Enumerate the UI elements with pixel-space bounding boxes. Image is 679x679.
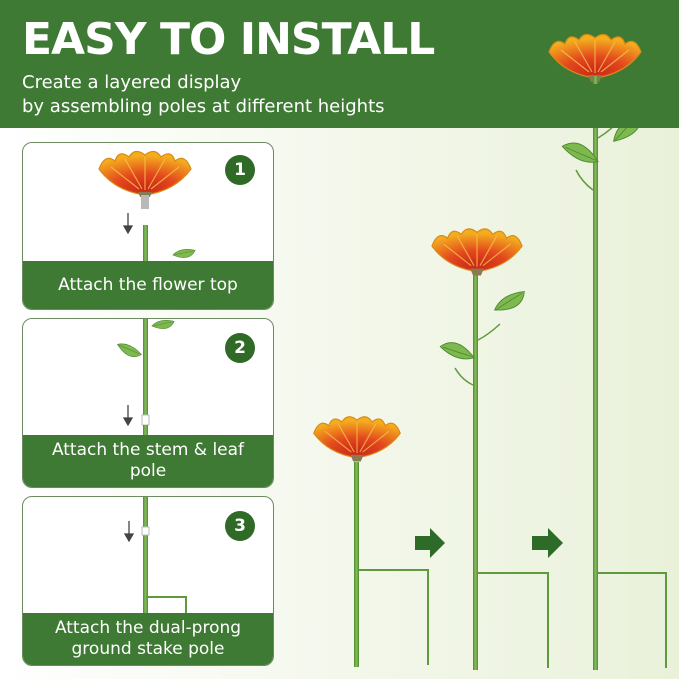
- step-card-1: 1 Attach the flower top: [22, 142, 274, 310]
- step-card-2: 2 Attach the stem & leaf pole: [22, 318, 274, 488]
- ground-stake-icon: [146, 596, 187, 617]
- page-subtitle: Create a layered display by assembling p…: [22, 71, 452, 119]
- step-caption: Attach the flower top: [23, 261, 273, 309]
- page-title: EASY TO INSTALL: [22, 14, 435, 65]
- flower-head-icon: [313, 416, 401, 463]
- subtitle-line-1: Create a layered display: [22, 72, 242, 93]
- stem-pole: [473, 275, 478, 670]
- flower-stake-short: [313, 416, 429, 667]
- step-caption: Attach the dual-prong ground stake pole: [23, 613, 273, 665]
- flower-stake-medium: [431, 228, 549, 670]
- step-3-illustration: [123, 497, 187, 617]
- flower-head-icon: [431, 228, 523, 277]
- step-number-badge: 3: [225, 511, 255, 541]
- flower-head-icon: [98, 150, 192, 197]
- leaf-icon: [172, 248, 196, 258]
- subtitle-line-2: by assembling poles at different heights: [22, 96, 385, 117]
- flower-stake-tall: [560, 128, 667, 670]
- ground-stake-icon: [478, 572, 549, 668]
- down-arrow-icon: [122, 213, 134, 235]
- ground-stake-icon: [598, 572, 667, 668]
- stem-pole: [143, 497, 148, 617]
- connector-thread: [141, 195, 149, 209]
- step-number-badge: 1: [225, 155, 255, 185]
- right-arrow-icon: [415, 528, 445, 558]
- connector-thread: [141, 526, 150, 536]
- step-1-illustration: [98, 150, 196, 285]
- leaf-icon: [438, 336, 477, 366]
- stem-pole: [593, 128, 598, 670]
- stem-pole: [354, 462, 359, 667]
- flower-head-icon: [548, 33, 642, 83]
- step-card-3: 3 Attach the dual-prong ground stake pol…: [22, 496, 274, 666]
- stem-pole: [143, 319, 148, 419]
- step-caption: Attach the stem & leaf pole: [23, 435, 273, 487]
- connector-thread: [141, 414, 150, 426]
- leaf-icon: [151, 319, 175, 329]
- layered-display-illustration: [313, 128, 667, 670]
- ground-stake-icon: [359, 569, 429, 665]
- step-number-badge: 2: [225, 333, 255, 363]
- leaf-icon: [115, 338, 143, 362]
- tall-flower-head: [548, 33, 642, 84]
- right-arrow-icon: [532, 528, 563, 558]
- down-arrow-icon: [122, 405, 134, 427]
- down-arrow-icon: [123, 521, 135, 543]
- leaf-icon: [491, 289, 529, 315]
- leaf-icon: [607, 128, 648, 146]
- stem-pole: [143, 225, 148, 285]
